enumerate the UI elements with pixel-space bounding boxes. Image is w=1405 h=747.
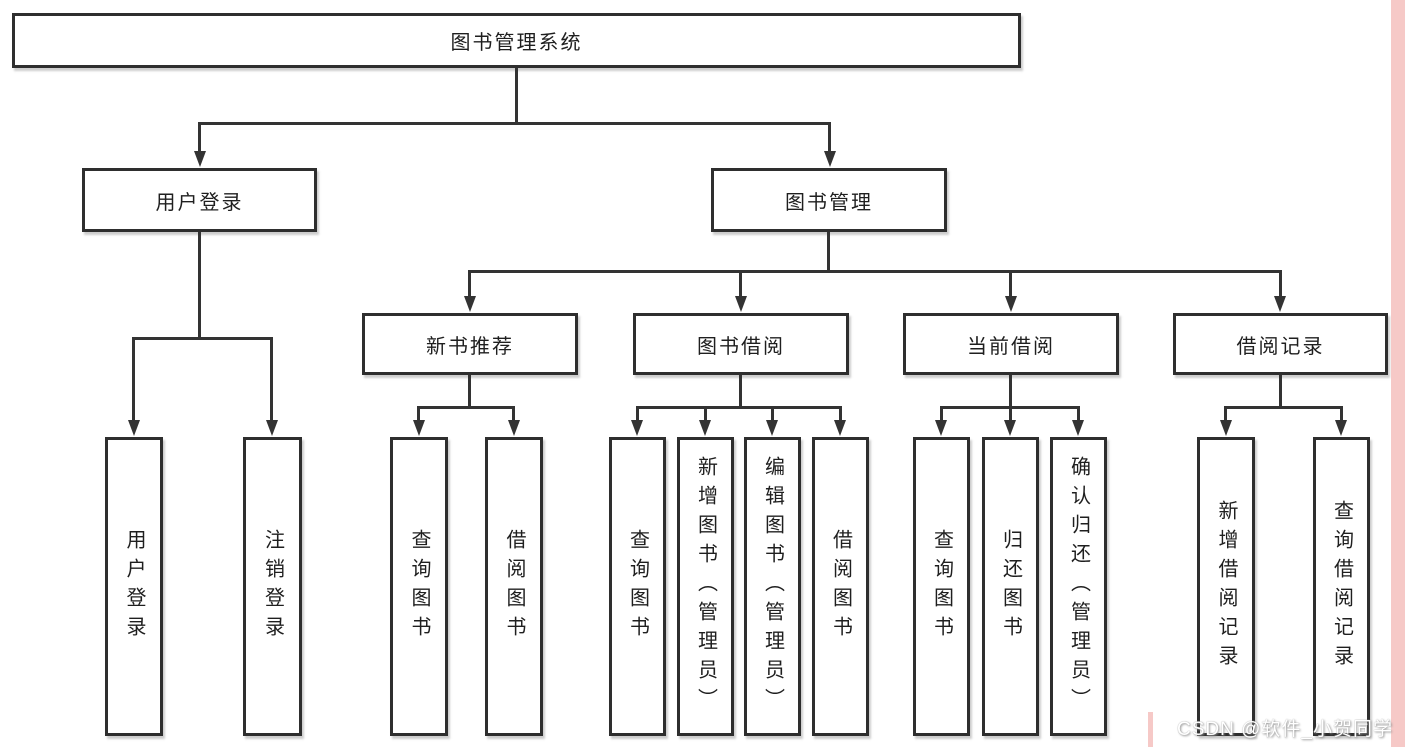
- arrowhead-down-icon: [413, 420, 425, 436]
- node-current-borrow: 当前借阅: [903, 313, 1119, 375]
- arrowhead-down-icon: [699, 420, 711, 436]
- node-label: 借阅图书: [503, 528, 525, 645]
- connector-line: [636, 406, 639, 422]
- connector-line: [739, 375, 742, 406]
- right-edge-strip: [1391, 0, 1405, 747]
- arrowhead-down-icon: [508, 420, 520, 436]
- node-new-book-recommend: 新书推荐: [362, 313, 578, 375]
- node-label: 当前借阅: [967, 335, 1055, 358]
- connector-line: [198, 122, 831, 125]
- connector-line: [198, 122, 201, 156]
- connector-line: [827, 232, 830, 270]
- connector-line: [1009, 375, 1012, 406]
- node-label: 借阅记录: [1236, 335, 1325, 358]
- node-user-login: 用户登录: [82, 168, 317, 232]
- arrowhead-down-icon: [1005, 296, 1017, 312]
- connector-line: [704, 406, 707, 422]
- connector-line: [417, 406, 420, 422]
- arrowhead-down-icon: [631, 420, 643, 436]
- arrowhead-down-icon: [1274, 296, 1286, 312]
- node-label: 编辑图书（管理员）: [761, 456, 784, 717]
- node-label: 新增图书（管理员）: [694, 456, 717, 717]
- node-leaf-borrow-books: 借阅图书: [485, 437, 543, 736]
- connector-line: [636, 406, 842, 409]
- connector-line: [828, 122, 831, 156]
- node-label: 用户登录: [155, 191, 244, 214]
- node-leaf-borrow-books: 借阅图书: [812, 437, 869, 736]
- node-leaf-return-books: 归还图书: [982, 437, 1039, 736]
- arrowhead-down-icon: [735, 296, 747, 312]
- node-label: 查询图书: [408, 528, 430, 645]
- node-label: 图书管理: [785, 191, 873, 214]
- node-leaf-add-books-admin: 新增图书（管理员）: [677, 437, 734, 736]
- node-label: 新增借阅记录: [1215, 499, 1237, 674]
- node-root: 图书管理系统: [12, 13, 1021, 68]
- connector-line: [468, 270, 1281, 273]
- node-label: 确认归还（管理员）: [1067, 456, 1090, 717]
- arrowhead-down-icon: [1335, 420, 1347, 436]
- connector-line: [270, 337, 273, 421]
- node-label: 新书推荐: [426, 335, 514, 358]
- arrowhead-down-icon: [194, 151, 206, 167]
- connector-line: [1340, 406, 1343, 422]
- connector-line: [739, 270, 742, 298]
- node-label: 查询借阅记录: [1330, 499, 1353, 674]
- node-leaf-user-login: 用户登录: [105, 437, 163, 736]
- connector-line: [512, 406, 515, 422]
- node-borrow-records: 借阅记录: [1173, 313, 1388, 375]
- connector-line: [839, 406, 842, 422]
- node-leaf-query-borrow-record: 查询借阅记录: [1313, 437, 1370, 736]
- node-label: 借阅图书: [829, 528, 852, 645]
- watermark: CSDN @软件_小贺同学: [1177, 719, 1393, 740]
- connector-line: [771, 406, 774, 422]
- node-leaf-add-borrow-record: 新增借阅记录: [1197, 437, 1255, 736]
- arrowhead-down-icon: [824, 151, 836, 167]
- node-book-management: 图书管理: [711, 168, 947, 232]
- node-book-borrow: 图书借阅: [633, 313, 849, 375]
- node-label: 图书管理系统: [450, 32, 583, 54]
- connector-line: [940, 406, 943, 422]
- connector-line: [1279, 270, 1282, 298]
- arrowhead-down-icon: [1004, 420, 1016, 436]
- connector-line: [417, 406, 515, 409]
- node-label: 图书借阅: [697, 335, 785, 358]
- connector-line: [468, 270, 471, 298]
- connector-line: [1224, 406, 1227, 422]
- connector-line: [132, 337, 273, 340]
- arrowhead-down-icon: [935, 420, 947, 436]
- connector-line: [1224, 406, 1343, 409]
- node-leaf-query-books: 查询图书: [609, 437, 666, 736]
- node-leaf-confirm-return-admin: 确认归还（管理员）: [1050, 437, 1107, 736]
- node-leaf-edit-books-admin: 编辑图书（管理员）: [744, 437, 801, 736]
- connector-line: [198, 232, 201, 337]
- arrowhead-down-icon: [464, 296, 476, 312]
- arrowhead-down-icon: [128, 420, 140, 436]
- arrowhead-down-icon: [766, 420, 778, 436]
- connector-line: [1009, 270, 1012, 298]
- node-label: 归还图书: [999, 528, 1022, 645]
- connector-line: [1279, 375, 1282, 406]
- connector-line: [132, 337, 135, 421]
- arrowhead-down-icon: [1220, 420, 1232, 436]
- node-label: 查询图书: [930, 528, 953, 645]
- connector-line: [1077, 406, 1080, 422]
- node-leaf-query-books: 查询图书: [390, 437, 448, 736]
- node-leaf-query-books: 查询图书: [913, 437, 970, 736]
- connector-line: [1009, 406, 1012, 422]
- arrowhead-down-icon: [834, 420, 846, 436]
- node-label: 注销登录: [261, 528, 284, 645]
- node-label: 用户登录: [123, 528, 145, 645]
- watermark-edge-mark: [1148, 712, 1153, 747]
- arrowhead-down-icon: [1072, 420, 1084, 436]
- connector-line: [468, 375, 471, 406]
- node-leaf-logout: 注销登录: [243, 437, 302, 736]
- arrowhead-down-icon: [266, 420, 278, 436]
- node-label: 查询图书: [626, 528, 649, 645]
- connector-line: [515, 68, 518, 122]
